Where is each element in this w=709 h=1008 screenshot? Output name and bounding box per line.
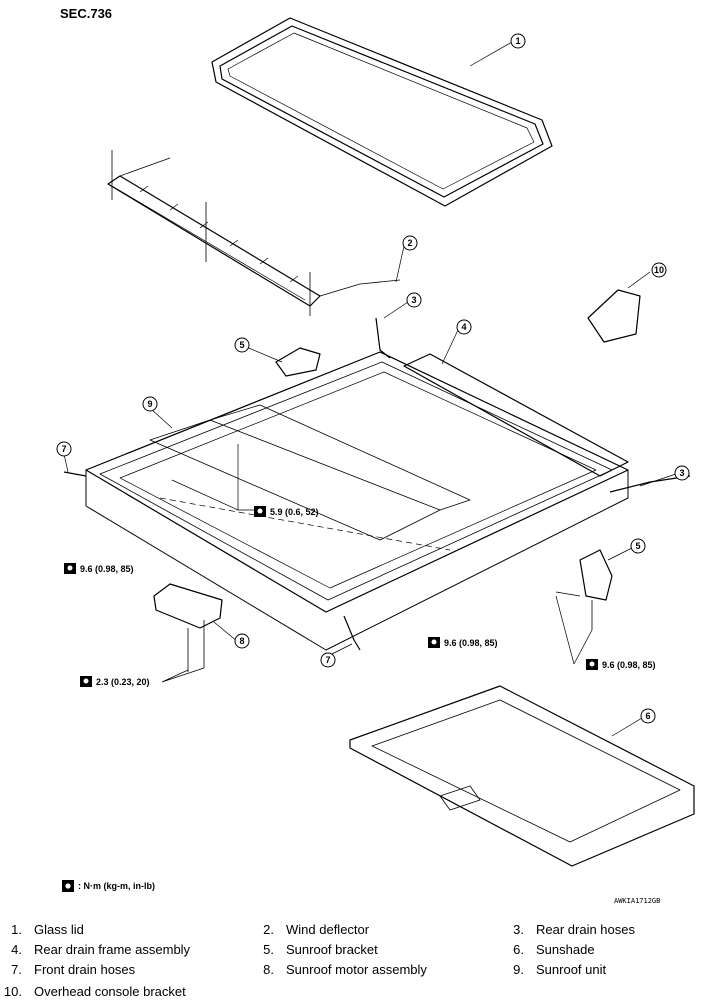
part-number: 4. bbox=[11, 942, 22, 957]
torque-e: 2.3 (0.23, 20) bbox=[80, 676, 150, 687]
callout-10: 10 bbox=[651, 262, 667, 278]
callout-7-label: 7 bbox=[61, 444, 66, 454]
callout-4: 4 bbox=[456, 319, 472, 335]
callouts: 1 2 3 4 5 6 7 8 9 10 3 5 7 bbox=[56, 33, 690, 724]
callout-5-label: 5 bbox=[239, 340, 244, 350]
list-item: 6. Sunshade bbox=[502, 942, 595, 962]
callout-3b-label: 3 bbox=[679, 468, 684, 478]
callout-5b-label: 5 bbox=[635, 541, 640, 551]
part-name: Glass lid bbox=[34, 922, 84, 937]
part-name: Rear drain hoses bbox=[536, 922, 635, 937]
front-drain-hose-left-drawing bbox=[63, 471, 87, 477]
part-name: Sunroof motor assembly bbox=[286, 962, 427, 977]
callout-6-label: 6 bbox=[645, 711, 650, 721]
torque-c: 9.6 (0.98, 85) bbox=[428, 637, 498, 648]
part-number: 9. bbox=[513, 962, 524, 977]
torque-e-text: 2.3 (0.23, 20) bbox=[96, 677, 150, 687]
part-name: Wind deflector bbox=[286, 922, 370, 937]
front-drain-hose-bottom-drawing bbox=[343, 615, 361, 651]
torque-b: 9.6 (0.98, 85) bbox=[64, 563, 134, 574]
list-item: 1. Glass lid bbox=[0, 922, 84, 942]
figure-code: AWKIA1712GB bbox=[614, 897, 661, 905]
torque-labels: 5.9 (0.6, 52) 9.6 (0.98, 85) 9.6 (0.98, … bbox=[64, 506, 656, 687]
part-name: Overhead console bracket bbox=[34, 984, 186, 999]
part-number: 6. bbox=[513, 942, 524, 957]
callout-2-label: 2 bbox=[407, 238, 412, 248]
list-item: 10. Overhead console bracket bbox=[0, 984, 186, 1004]
list-item: 9. Sunroof unit bbox=[502, 962, 606, 982]
torque-b-text: 9.6 (0.98, 85) bbox=[80, 564, 134, 574]
part-name: Front drain hoses bbox=[34, 962, 136, 977]
sunshade-drawing bbox=[349, 685, 695, 867]
rear-drain-hose-top-drawing bbox=[375, 317, 391, 359]
glass-lid-drawing bbox=[211, 17, 553, 207]
wind-deflector-drawing bbox=[107, 150, 401, 316]
part-name: Sunroof bracket bbox=[286, 942, 378, 957]
callout-4-label: 4 bbox=[461, 322, 466, 332]
part-number: 1. bbox=[11, 922, 22, 937]
callout-9-label: 9 bbox=[147, 399, 152, 409]
part-number: 3. bbox=[513, 922, 524, 937]
list-item: 8. Sunroof motor assembly bbox=[252, 962, 427, 982]
torque-d: 9.6 (0.98, 85) bbox=[586, 659, 656, 670]
callout-5: 5 bbox=[234, 337, 250, 353]
part-name: Sunshade bbox=[536, 942, 595, 957]
callout-2: 2 bbox=[402, 235, 418, 251]
sunroof-bracket-top-drawing bbox=[275, 347, 321, 377]
list-item: 4. Rear drain frame assembly bbox=[0, 942, 190, 962]
part-number: 8. bbox=[263, 962, 274, 977]
part-number: 7. bbox=[11, 962, 22, 977]
legend-unit-text: : N·m (kg-m, in-lb) bbox=[78, 881, 155, 891]
part-number: 2. bbox=[263, 922, 274, 937]
wrench-icon bbox=[62, 880, 74, 892]
list-item: 2. Wind deflector bbox=[252, 922, 369, 942]
part-name: Sunroof unit bbox=[536, 962, 607, 977]
sunroof-motor-drawing bbox=[153, 583, 223, 629]
part-name: Rear drain frame assembly bbox=[34, 942, 191, 957]
callout-8: 8 bbox=[234, 633, 250, 649]
torque-d-text: 9.6 (0.98, 85) bbox=[602, 660, 656, 670]
callout-8-label: 8 bbox=[239, 636, 244, 646]
console-bracket-drawing bbox=[587, 289, 641, 343]
list-item: 5. Sunroof bracket bbox=[252, 942, 378, 962]
torque-a-text: 5.9 (0.6, 52) bbox=[270, 507, 319, 517]
list-item: 3. Rear drain hoses bbox=[502, 922, 635, 942]
callout-7b-label: 7 bbox=[325, 655, 330, 665]
callout-6: 6 bbox=[640, 708, 656, 724]
callout-3: 3 bbox=[406, 292, 422, 308]
callout-7: 7 bbox=[56, 441, 72, 457]
callout-7b: 7 bbox=[320, 652, 336, 668]
list-item: 7. Front drain hoses bbox=[0, 962, 135, 982]
sunroof-bracket-right-drawing bbox=[579, 549, 613, 601]
part-number: 10. bbox=[3, 984, 22, 999]
sunroof-unit-drawing bbox=[85, 351, 629, 651]
callout-5b: 5 bbox=[630, 538, 646, 554]
callout-9: 9 bbox=[142, 396, 158, 412]
exploded-diagram: 1 2 3 4 5 6 7 8 9 10 3 5 7 5.9 (0.6, 52)… bbox=[56, 17, 695, 867]
callout-1: 1 bbox=[510, 33, 526, 49]
callout-1-label: 1 bbox=[515, 36, 520, 46]
torque-a: 5.9 (0.6, 52) bbox=[254, 506, 319, 517]
torque-c-text: 9.6 (0.98, 85) bbox=[444, 638, 498, 648]
callout-3b: 3 bbox=[674, 465, 690, 481]
callout-10-label: 10 bbox=[654, 265, 664, 275]
torque-legend: : N·m (kg-m, in-lb) bbox=[62, 880, 155, 892]
section-label: SEC.736 bbox=[60, 6, 113, 21]
callout-3-label: 3 bbox=[411, 295, 416, 305]
part-number: 5. bbox=[263, 942, 274, 957]
